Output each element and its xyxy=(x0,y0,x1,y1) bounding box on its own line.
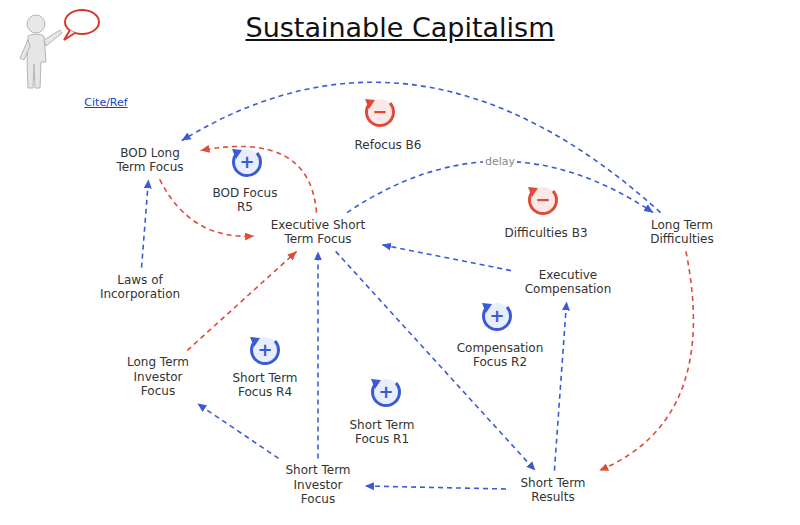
variable-name: Long Term Investor Focus xyxy=(117,355,199,398)
link-label: delay xyxy=(483,155,517,168)
diagram-title: Sustainable Capitalism xyxy=(0,12,800,43)
loop-icon xyxy=(250,337,279,364)
loop-polarity: + xyxy=(485,307,509,325)
variable-node: Short Term Results xyxy=(509,474,597,507)
loop-polarity: + xyxy=(374,383,398,401)
causal-link xyxy=(187,251,296,350)
variable-node: Long Term Difficulties xyxy=(634,216,730,249)
variable-node: Laws of Incorporation xyxy=(88,271,192,304)
loop-name: Compensation Focus R2 xyxy=(448,341,552,370)
presenter-figure xyxy=(20,10,99,88)
variable-node: BOD Long Term Focus xyxy=(103,144,198,177)
cite-link: Cite/Ref xyxy=(71,96,141,109)
causal-link xyxy=(554,301,566,470)
variable-node: Short Term Investor Focus xyxy=(274,461,362,508)
variable-name: Short Term Results xyxy=(511,476,595,505)
variable-name: Laws of Incorporation xyxy=(90,273,190,302)
loop-name: BOD Focus R5 xyxy=(211,186,279,215)
loop-icon xyxy=(482,303,511,330)
causal-link xyxy=(142,179,149,267)
causal-link xyxy=(197,404,278,459)
loop-name: Refocus B6 xyxy=(352,138,424,152)
loop-polarity: − xyxy=(368,103,392,121)
variable-name: Long Term Difficulties xyxy=(636,218,728,247)
loop-name: Difficulties B3 xyxy=(481,226,611,240)
loop-icon xyxy=(232,149,261,176)
variable-node: Executive Compensation xyxy=(514,266,622,299)
loop-polarity: + xyxy=(253,341,277,359)
variable-name: Executive Short Term Focus xyxy=(259,218,377,247)
loop-polarity: + xyxy=(235,153,259,171)
loop-icon xyxy=(365,99,394,126)
variable-node: Long Term Investor Focus xyxy=(115,353,201,400)
loop-polarity: − xyxy=(531,191,555,209)
loop-icon xyxy=(528,187,557,214)
loop-name: Short Term Focus R4 xyxy=(223,371,307,400)
causal-link xyxy=(382,245,511,271)
loop-icon xyxy=(371,379,400,406)
variable-node: Executive Short Term Focus xyxy=(257,216,379,249)
causal-link xyxy=(347,161,653,212)
loop-name: Short Term Focus R1 xyxy=(340,418,424,447)
causal-link xyxy=(599,251,693,470)
variable-name: Short Term Investor Focus xyxy=(276,463,360,506)
causal-link xyxy=(317,251,319,458)
causal-link xyxy=(365,486,506,489)
variable-name: BOD Long Term Focus xyxy=(105,146,196,175)
variable-name: Executive Compensation xyxy=(516,268,620,297)
causal-link xyxy=(201,146,317,212)
